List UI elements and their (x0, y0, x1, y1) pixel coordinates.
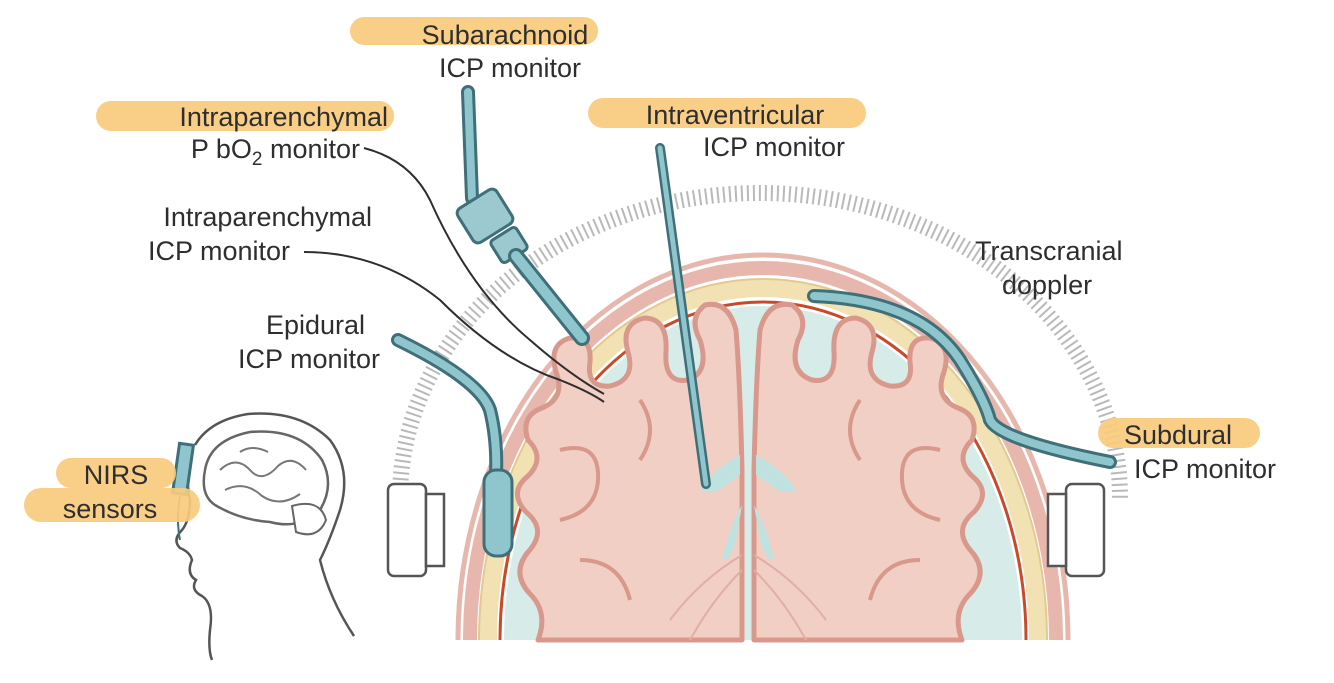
skull-bone (479, 279, 1047, 641)
doppler-probe-right (1046, 482, 1106, 578)
highlight-nirs-2 (24, 488, 200, 522)
left-temporal-ventricle (722, 505, 742, 561)
label-nirs-line2: sensors (63, 494, 158, 524)
nirs-sensor (170, 441, 196, 497)
doppler-arc (392, 185, 1128, 499)
skull-bone-edge (478, 278, 1048, 641)
label-pbo2-subscript: 2 (252, 149, 263, 170)
label-pbo2-line2: P bO2 monitor (191, 134, 360, 170)
head-profile-cerebellum (290, 502, 328, 536)
right-temporal-ventricle (754, 505, 774, 561)
label-pbo2-prefix: P bO (191, 134, 252, 164)
right-sulcus-2 (848, 398, 862, 462)
epidural-monitor (391, 333, 514, 558)
label-epidural-line2: ICP monitor (238, 344, 380, 374)
right-lateral-ventricle (756, 455, 796, 493)
subdural-monitor (807, 289, 1117, 469)
fiber-lines (669, 554, 827, 641)
scalp-layer (463, 261, 1063, 641)
head-profile-brain-folds (219, 447, 307, 503)
label-subarachnoid-line2: ICP monitor (439, 53, 581, 83)
left-hemisphere (515, 301, 745, 643)
label-intraparenchymal-icp-line1: Intraparenchymal (163, 202, 372, 232)
label-subdural-line2: ICP monitor (1134, 454, 1276, 484)
highlight-subarachnoid (350, 17, 598, 45)
label-intraventricular-line1: Intraventricular (646, 100, 825, 130)
label-subarachnoid-line1: Subarachnoid (422, 20, 589, 50)
label-intraparenchymal-icp-line2: ICP monitor (148, 236, 290, 266)
right-sulcus-3 (868, 558, 921, 601)
label-transcranial-line2: doppler (1002, 270, 1092, 300)
label-pbo2-line1: Intraparenchymal (179, 102, 388, 132)
label-pbo2-suffix: monitor (262, 134, 360, 164)
highlight-intraventricular (588, 98, 866, 128)
label-epidural-line1: Epidural (266, 310, 365, 340)
right-sulcus-1 (899, 446, 941, 522)
brain-coronal-section (515, 301, 985, 643)
label-intraventricular-line2: ICP monitor (703, 132, 845, 162)
head-profile-brain (202, 430, 330, 526)
left-sulcus-1 (559, 446, 601, 522)
right-hemisphere (751, 301, 985, 643)
left-sulcus-2 (638, 398, 652, 462)
intraventricular-monitor (655, 143, 711, 489)
highlight-intraparenchymal (96, 101, 394, 131)
highlight-subdural (1098, 418, 1260, 448)
head-profile-nirs (170, 412, 356, 661)
pbo2-leader-line (363, 147, 605, 395)
label-transcranial-line1: Transcranial (975, 236, 1123, 266)
subarachnoid-monitor (455, 85, 590, 346)
label-nirs-line1: NIRS (84, 460, 149, 490)
highlight-nirs-1 (56, 458, 176, 488)
doppler-probe-left (386, 482, 446, 578)
intraparenchymal-icp-leader-line (303, 251, 605, 403)
label-subdural-line1: Subdural (1124, 420, 1232, 450)
left-sulcus-3 (579, 558, 632, 601)
